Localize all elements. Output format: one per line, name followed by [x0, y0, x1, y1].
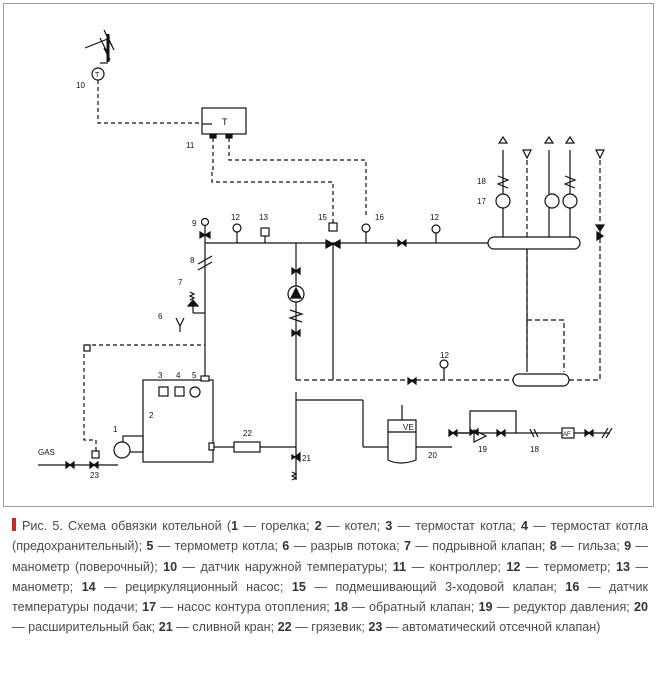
- diagram-frame: 10 T T 11 9 12 13 15 16 12 8 7 6 3 4 5 2…: [3, 3, 654, 507]
- caption-item-text: — сливной кран;: [172, 620, 278, 635]
- caption-item-text: — разрыв потока;: [289, 539, 404, 554]
- expansion-tank-label: VE: [403, 423, 414, 432]
- caption-items: 1 — горелка; 2 — котел; 3 — термостат ко…: [12, 519, 648, 634]
- label-21: 21: [302, 454, 311, 463]
- signal-line-supply-sensor: [228, 138, 367, 215]
- caption-item-text: — подмешивающий 3-ходовой клапан;: [305, 579, 566, 594]
- caption-item-number: 15: [291, 579, 306, 594]
- caption-item-text: — датчик наружной температуры;: [177, 559, 393, 574]
- label-13: 13: [259, 213, 268, 222]
- boiler-piping-diagram: 10 T T 11 9 12 13 15 16 12 8 7 6 3 4 5 2…: [3, 3, 654, 507]
- label-15: 15: [318, 213, 327, 222]
- supply-manifold: [487, 236, 581, 250]
- label-4: 4: [176, 371, 181, 380]
- label-7: 7: [178, 278, 183, 287]
- caption-item-text: — подрывной клапан;: [411, 539, 550, 554]
- caption-item-number: 17: [142, 600, 157, 615]
- label-2: 2: [149, 411, 154, 420]
- label-19: 19: [478, 445, 487, 454]
- label-22: 22: [243, 429, 252, 438]
- caption-item-number: 6: [282, 539, 290, 554]
- caption-item-number: 23: [368, 620, 383, 635]
- caption-item-number: 8: [549, 539, 557, 554]
- signal-line-autovalve: [83, 344, 205, 451]
- caption-item-number: 11: [392, 559, 407, 574]
- caption-item-text: — обратный клапан;: [348, 600, 479, 615]
- signal-line-mixvalve: [211, 138, 334, 224]
- label-18a: 18: [477, 177, 486, 186]
- gas-label: GAS: [38, 448, 55, 457]
- caption-item-number: 18: [333, 600, 348, 615]
- caption-item-number: 14: [81, 579, 96, 594]
- caption-marker: [12, 518, 16, 531]
- figure-caption: Рис. 5. Схема обвязки котельной (1 — гор…: [12, 516, 648, 638]
- caption-item-text: — датчик температуры подачи;: [12, 579, 648, 615]
- sensor-symbol: T: [95, 72, 100, 79]
- caption-item-number: 22: [277, 620, 292, 635]
- label-1: 1: [113, 425, 118, 434]
- caption-item-text: — горелка;: [238, 519, 315, 533]
- caption-item-text: — гильза;: [556, 539, 625, 554]
- label-9: 9: [192, 219, 197, 228]
- caption-item-number: 1: [231, 519, 239, 533]
- caption-item-text: — расширительный бак;: [12, 620, 159, 635]
- caption-item-text: — котел;: [321, 519, 386, 533]
- label-6: 6: [158, 312, 163, 321]
- label-12b: 12: [430, 213, 439, 222]
- caption-item-text: — термостат котла (предохранительный);: [12, 519, 649, 554]
- caption-item-number: 9: [624, 539, 632, 554]
- label-12a: 12: [231, 213, 240, 222]
- label-11: 11: [186, 141, 195, 150]
- caption-item-number: 12: [506, 559, 521, 574]
- caption-item-text: — термометр;: [520, 559, 616, 574]
- label-12c: 12: [440, 351, 449, 360]
- caption-item-number: 21: [158, 620, 173, 635]
- caption-item-text: — контроллер;: [406, 559, 507, 574]
- caption-figure: Рис. 5. Схема обвязки котельной (: [22, 519, 232, 533]
- caption-item-text: — насос контура отопления;: [156, 600, 334, 615]
- return-manifold: [512, 373, 570, 387]
- label-10: 10: [76, 81, 85, 90]
- signal-line-outdoor: [97, 80, 202, 124]
- label-20: 20: [428, 451, 437, 460]
- controller-symbol: T: [222, 117, 228, 127]
- frame-border: [3, 3, 654, 507]
- caption-item-text: — манометр;: [12, 559, 649, 594]
- caption-item-text: — автоматический отсечной клапан): [382, 620, 601, 635]
- caption-item-text: — манометр (поверочный);: [12, 539, 648, 574]
- controller-box: [201, 107, 247, 135]
- caption-item-text: — грязевик;: [291, 620, 369, 635]
- label-17: 17: [477, 197, 486, 206]
- caption-item-number: 3: [385, 519, 393, 533]
- caption-item-number: 20: [633, 600, 648, 615]
- caption-item-number: 19: [478, 600, 493, 615]
- caption-item-text: — термостат котла;: [392, 519, 521, 533]
- label-3: 3: [158, 371, 163, 380]
- caption-item-number: 7: [403, 539, 411, 554]
- caption-item-text: — термометр котла;: [153, 539, 283, 554]
- label-23: 23: [90, 471, 99, 480]
- caption-item-number: 13: [615, 559, 630, 574]
- label-8: 8: [190, 256, 195, 265]
- label-18b: 18: [530, 445, 539, 454]
- caption-item-text: — рециркуляционный насос;: [95, 579, 292, 594]
- label-16: 16: [375, 213, 384, 222]
- caption-item-number: 5: [146, 539, 154, 554]
- caption-item-number: 16: [565, 579, 580, 594]
- label-5: 5: [192, 371, 197, 380]
- caption-item-number: 2: [314, 519, 322, 533]
- auto-valve-label: AF: [563, 432, 571, 438]
- caption-item-number: 4: [520, 519, 528, 533]
- wall-line: [84, 37, 111, 49]
- caption-item-text: — редуктор давления;: [492, 600, 634, 615]
- caption-item-number: 10: [163, 559, 178, 574]
